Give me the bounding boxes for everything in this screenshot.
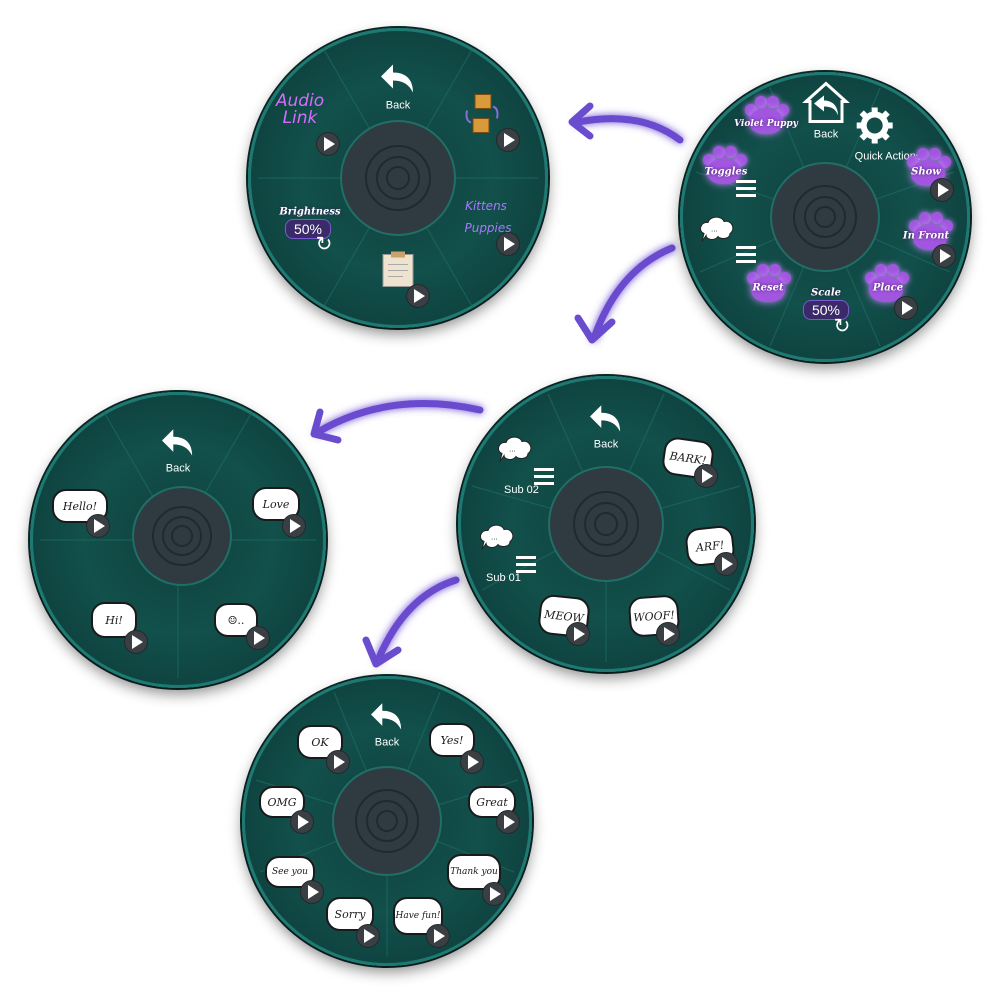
ok-play-button[interactable]: [326, 750, 350, 774]
gear-icon: [856, 107, 893, 144]
in-front-play-button[interactable]: [932, 244, 956, 268]
quick-actions-button[interactable]: Quick Actions: [854, 106, 922, 163]
back-home-button[interactable]: Back: [802, 80, 850, 141]
hi-bubble[interactable]: Hi!: [91, 602, 137, 638]
sub01-label: Sub 01: [486, 572, 521, 584]
back-label: Back: [813, 128, 839, 141]
back-button[interactable]: Back: [369, 700, 405, 749]
place-label: Place: [872, 282, 904, 294]
toggles-paw-icon[interactable]: [701, 146, 747, 186]
svg-text:...: ...: [509, 445, 516, 454]
place-play-button[interactable]: [894, 296, 918, 320]
emoji-play-button[interactable]: [246, 626, 270, 650]
great-bubble[interactable]: Great: [468, 786, 516, 818]
box-swap-play-button[interactable]: [496, 128, 520, 152]
yes-play-button[interactable]: [460, 750, 484, 774]
chat-submenu-icon[interactable]: [736, 246, 756, 264]
love-play-button[interactable]: [282, 514, 306, 538]
sorry-play-button[interactable]: [356, 924, 380, 948]
kittens-puppies-play-button[interactable]: [496, 232, 520, 256]
back-arrow-icon: [162, 429, 193, 456]
center-hub[interactable]: [334, 768, 440, 874]
back-label: Back: [374, 736, 400, 749]
clipboard-item[interactable]: [381, 251, 415, 294]
sub02-menu: Back Hello! Love Hi! ☺..: [30, 392, 326, 688]
show-paw-icon[interactable]: [905, 148, 951, 188]
sub02-label: Sub 02: [504, 484, 539, 496]
arf-play-button[interactable]: [714, 552, 738, 576]
hi-play-button[interactable]: [124, 630, 148, 654]
hello-play-button[interactable]: [86, 514, 110, 538]
toggles-label: Toggles: [704, 166, 748, 178]
violet-puppy-paw-icon[interactable]: [743, 96, 789, 136]
clipboard-icon: [382, 251, 414, 287]
back-arrow-icon: [590, 405, 621, 432]
bark-play-button[interactable]: [694, 464, 718, 488]
svg-text:...: ...: [491, 533, 498, 542]
back-arrow-icon: [371, 703, 402, 730]
box-swap-item[interactable]: [459, 93, 505, 144]
show-label: Show: [911, 166, 941, 178]
meow-play-button[interactable]: [566, 622, 590, 646]
arrow-barks-to-sub02: [314, 400, 484, 436]
sub01-chat-icon[interactable]: ...: [478, 522, 518, 559]
ok-bubble[interactable]: OK: [297, 725, 343, 759]
home-back-icon: [802, 81, 850, 123]
back-label: Back: [385, 99, 411, 112]
puppies-label: Puppies: [464, 221, 512, 235]
show-play-button[interactable]: [930, 178, 954, 202]
kittens-label: Kittens: [465, 199, 507, 213]
barks-menu: Back ... Sub 02 ... Sub 01 BARK! ARF! WO…: [458, 376, 754, 672]
arrow-barks-to-sub01: [374, 576, 460, 664]
sub02-chat-icon[interactable]: ...: [496, 434, 536, 471]
toggles-submenu-icon[interactable]: [736, 180, 756, 198]
woof-play-button[interactable]: [656, 622, 680, 646]
main-menu: Back Quick Actions Violet Puppy Toggles …: [680, 72, 970, 362]
arrow-main-to-settings: [574, 115, 684, 144]
settings-menu: Back Audio Link Brightness 50% ↻ Kittens…: [248, 28, 548, 328]
audio-link-label: Audio Link: [275, 91, 325, 128]
back-button[interactable]: Back: [160, 426, 196, 475]
back-button[interactable]: Back: [588, 402, 624, 451]
reset-cycle-icon[interactable]: ↻: [315, 233, 333, 256]
center-hub[interactable]: [550, 468, 662, 580]
in-front-label: In Front: [902, 230, 950, 242]
scale-label: Scale: [811, 287, 841, 299]
sub01-menu: Back OK Yes! OMG Great See you Thank you…: [242, 676, 532, 966]
chat-bubble-icon[interactable]: ...: [698, 214, 738, 251]
back-label: Back: [593, 438, 619, 451]
back-button[interactable]: Back: [379, 61, 417, 112]
reset-paw-icon[interactable]: [745, 264, 791, 304]
arrow-main-to-barks: [590, 244, 676, 342]
quick-actions-label: Quick Actions: [854, 150, 922, 163]
brightness-label: Brightness: [279, 206, 341, 218]
sub01-submenu-icon[interactable]: [516, 556, 536, 574]
violet-puppy-label: Violet Puppy: [734, 119, 798, 129]
audio-link-play-button[interactable]: [316, 132, 340, 156]
place-paw-icon[interactable]: [863, 264, 909, 304]
center-hub[interactable]: [772, 164, 878, 270]
have-fun-play-button[interactable]: [426, 924, 450, 948]
sub02-submenu-icon[interactable]: [534, 468, 554, 486]
scale-reset-icon[interactable]: ↻: [833, 315, 851, 338]
center-hub[interactable]: [134, 488, 230, 584]
thank-you-play-button[interactable]: [482, 882, 506, 906]
box-swap-icon: [465, 94, 499, 133]
center-hub[interactable]: [342, 122, 454, 234]
emoji-bubble[interactable]: ☺..: [214, 603, 258, 637]
reset-label: Reset: [752, 282, 784, 294]
back-label: Back: [165, 462, 191, 475]
see-you-play-button[interactable]: [300, 880, 324, 904]
brightness-value[interactable]: 50%: [284, 219, 332, 239]
clipboard-play-button[interactable]: [406, 284, 430, 308]
scale-value[interactable]: 50%: [802, 300, 850, 320]
great-play-button[interactable]: [496, 810, 520, 834]
omg-play-button[interactable]: [290, 810, 314, 834]
svg-text:...: ...: [711, 225, 718, 234]
back-arrow-icon: [381, 64, 413, 93]
